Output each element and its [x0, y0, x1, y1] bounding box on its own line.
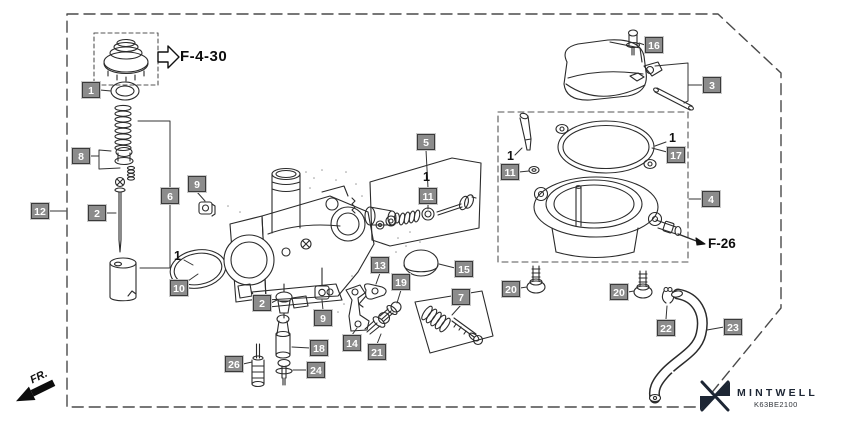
vent-valve: [625, 29, 641, 56]
cap-reference: F-4-30: [180, 48, 228, 65]
vacuum-piston: [109, 257, 137, 302]
bracket-screw-lower: [364, 311, 391, 335]
carburetor-cap: [93, 32, 159, 86]
carburetor-body: [223, 167, 401, 309]
drain-tube: [648, 288, 708, 404]
jet-needle: [114, 176, 126, 253]
float-chamber-box: [497, 111, 689, 263]
bowl-gasket: [555, 120, 657, 174]
main-jet: [251, 343, 265, 388]
bowl-reference: F-26: [708, 236, 736, 251]
drain-screw-a: [526, 265, 546, 294]
needle-holder-set: [114, 146, 136, 181]
piston-spring: [114, 104, 132, 152]
float-pin-screw: [275, 358, 293, 386]
diagram-border: [66, 13, 782, 408]
valve-seat: [275, 314, 291, 359]
slow-jet: [519, 112, 540, 175]
drawing-code: K63BE2100: [754, 400, 798, 409]
cable-holder-clip: [358, 283, 387, 308]
screw-set-a: [369, 157, 482, 247]
mintwell-logo-icon: [700, 380, 730, 412]
drain-screw-b: [633, 270, 653, 299]
float-bowl: [533, 176, 682, 258]
brand-name: MINTWELL: [737, 387, 819, 399]
f-26-arrow-icon: [677, 233, 706, 246]
float-assembly: [563, 39, 663, 101]
body-oring: [169, 249, 227, 289]
diaphragm-cap: [403, 249, 439, 277]
leader-lines: [48, 42, 725, 371]
float-arm-pin: [653, 87, 694, 111]
brand-watermark: MINTWELL K63BE2100: [694, 377, 834, 417]
adjuster-nut-lower: [314, 267, 330, 300]
f-4-30-arrow-icon: [157, 45, 180, 69]
cable-bracket: [345, 284, 370, 332]
fr-arrow-icon: [16, 379, 56, 402]
stipple-shading: [227, 169, 421, 313]
bracket-screw-upper: [379, 301, 402, 322]
adjuster-nut-top: [198, 201, 216, 217]
screw-set-b: [414, 290, 494, 354]
